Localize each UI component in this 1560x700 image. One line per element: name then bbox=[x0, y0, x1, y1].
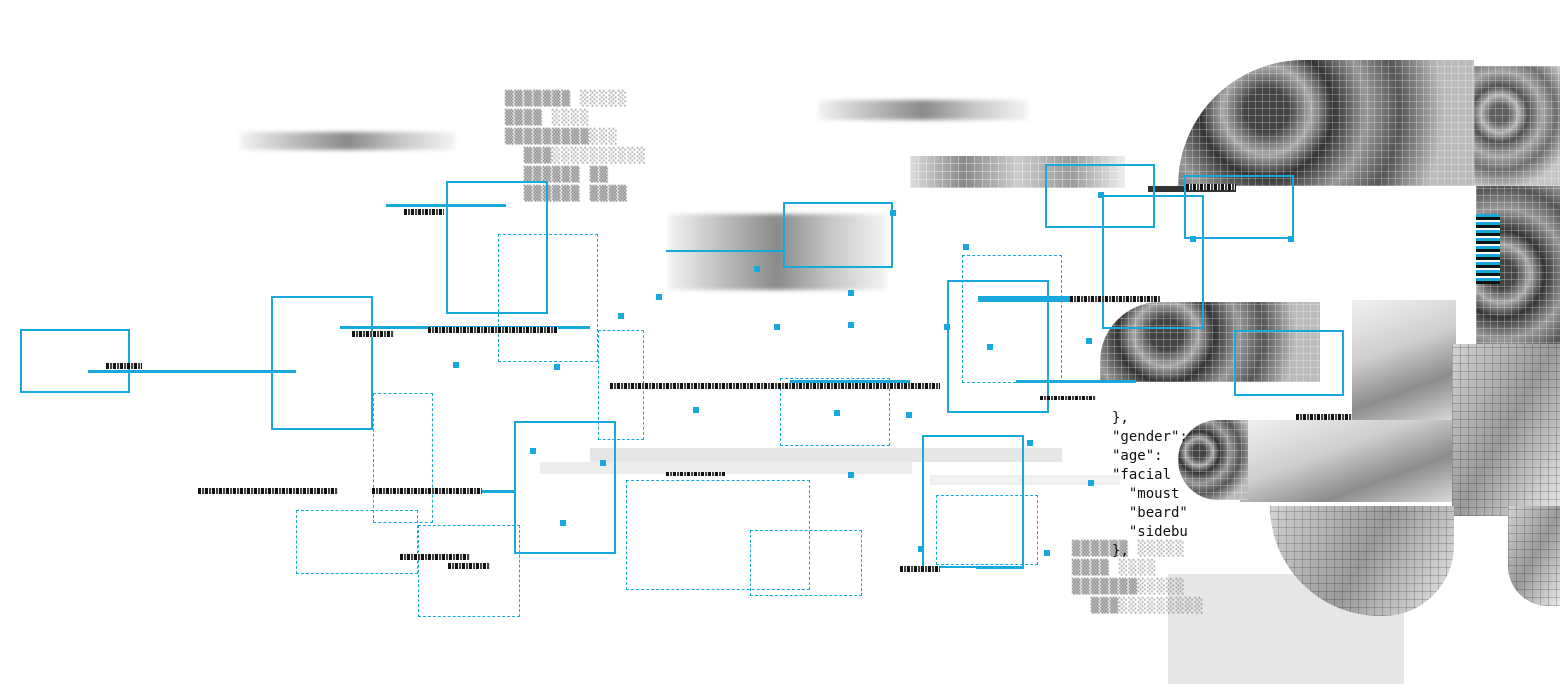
marker-dot bbox=[1190, 236, 1196, 242]
eye-panel bbox=[1100, 302, 1320, 382]
marker-dot bbox=[618, 313, 624, 319]
hair-panel-lower bbox=[1178, 420, 1248, 500]
glitch-bar bbox=[448, 563, 490, 569]
glitch-bar bbox=[352, 331, 394, 337]
detection-box bbox=[1234, 330, 1344, 396]
detection-box bbox=[1102, 195, 1204, 329]
grid-panel-right bbox=[1452, 344, 1560, 516]
code-line: "sidebu bbox=[1112, 524, 1188, 540]
marker-dot bbox=[906, 412, 912, 418]
connector-line bbox=[666, 250, 786, 252]
glitch-bar bbox=[1040, 396, 1096, 400]
glitch-bar bbox=[106, 363, 142, 369]
marker-dot bbox=[987, 344, 993, 350]
glitch-bar bbox=[372, 488, 482, 494]
dashed-guide bbox=[418, 525, 520, 617]
marker-dot bbox=[453, 362, 459, 368]
connector-line bbox=[976, 566, 1024, 569]
marker-dot bbox=[963, 244, 969, 250]
glitch-bar bbox=[666, 472, 726, 476]
marker-dot bbox=[754, 266, 760, 272]
glitch-bar bbox=[610, 383, 940, 389]
marker-dot bbox=[1044, 550, 1050, 556]
glitch-bar bbox=[404, 209, 444, 215]
marker-dot bbox=[600, 460, 606, 466]
marker-dot bbox=[774, 324, 780, 330]
nose-panel bbox=[1240, 420, 1452, 502]
glitch-bar bbox=[1186, 184, 1236, 190]
glitch-bar bbox=[1296, 414, 1352, 420]
dashed-guide bbox=[626, 480, 810, 590]
blurred-patch-center bbox=[668, 214, 886, 290]
gray-bar-1 bbox=[590, 448, 1062, 462]
dashed-guide bbox=[296, 510, 418, 574]
grid-panel-corner bbox=[1508, 506, 1560, 606]
pixelated-code-top: ▒▒▒▒▒▒▒ ░░░░░ ▒▒▒▒ ░░░░ ▒▒▒▒▒▒▒▒▒░░░ ▒▒▒… bbox=[505, 91, 647, 202]
connector-line bbox=[386, 204, 506, 207]
marker-dot bbox=[1288, 236, 1294, 242]
connector-line bbox=[1016, 380, 1136, 383]
gray-bar-3 bbox=[930, 475, 1120, 485]
marker-dot bbox=[848, 322, 854, 328]
glitch-bar bbox=[1476, 214, 1500, 284]
connector-line bbox=[790, 380, 910, 383]
code-line: "gender": bbox=[1112, 429, 1188, 445]
dashed-guide bbox=[780, 378, 890, 446]
dashed-guide bbox=[373, 393, 433, 523]
detection-box bbox=[1184, 175, 1294, 239]
glitch-bar bbox=[428, 327, 558, 333]
marker-dot bbox=[834, 410, 840, 416]
marker-dot bbox=[848, 290, 854, 296]
glitch-bar bbox=[1070, 296, 1160, 302]
mosaic-strip bbox=[910, 156, 1125, 188]
dashed-guide bbox=[750, 530, 862, 596]
connector-line bbox=[88, 370, 296, 373]
detection-box bbox=[271, 296, 373, 430]
detection-box bbox=[20, 329, 130, 393]
marker-dot bbox=[554, 364, 560, 370]
marker-dot bbox=[890, 210, 896, 216]
code-line: }, bbox=[1112, 543, 1129, 559]
marker-dot bbox=[656, 294, 662, 300]
dashed-guide bbox=[498, 234, 598, 362]
glitch-bar bbox=[400, 554, 470, 560]
marker-dot bbox=[560, 520, 566, 526]
marker-dot bbox=[918, 546, 924, 552]
code-line: }, bbox=[1112, 410, 1129, 426]
marker-dot bbox=[944, 324, 950, 330]
glitch-bar bbox=[900, 566, 940, 572]
detection-box bbox=[947, 280, 1049, 413]
marker-dot bbox=[1098, 192, 1104, 198]
detection-box bbox=[783, 202, 893, 268]
code-line: "age": bbox=[1112, 448, 1163, 464]
blurred-strip-left bbox=[240, 132, 455, 150]
eye-closeup-panel bbox=[1352, 300, 1456, 420]
code-line: "facial bbox=[1112, 467, 1172, 483]
blurred-strip-top bbox=[818, 100, 1028, 120]
marker-dot bbox=[1086, 338, 1092, 344]
hair-panel-right bbox=[1474, 66, 1560, 186]
hair-panel-top bbox=[1178, 60, 1474, 186]
marker-dot bbox=[530, 448, 536, 454]
pixelated-code-bottom: ▒▒▒▒▒▒ ░░░░░ ▒▒▒▒ ░░░░ ▒▒▒▒▒▒▒░░░░░ ▒▒▒░… bbox=[1072, 541, 1205, 614]
marker-dot bbox=[1088, 480, 1094, 486]
dashed-guide bbox=[962, 255, 1062, 383]
gray-bar-2 bbox=[540, 462, 912, 474]
marker-dot bbox=[1027, 440, 1033, 446]
code-line: "moust bbox=[1112, 486, 1180, 502]
detection-box bbox=[514, 421, 616, 554]
marker-dot bbox=[693, 407, 699, 413]
detection-box bbox=[446, 181, 548, 314]
connector-line bbox=[978, 296, 1128, 302]
code-line: "beard" bbox=[1112, 505, 1188, 521]
marker-dot bbox=[848, 472, 854, 478]
code-block: },"gender":"age":"facial "moust "beard" … bbox=[1112, 390, 1188, 580]
glitch-bar bbox=[198, 488, 338, 494]
detection-box bbox=[922, 435, 1024, 568]
dashed-guide bbox=[936, 495, 1038, 565]
